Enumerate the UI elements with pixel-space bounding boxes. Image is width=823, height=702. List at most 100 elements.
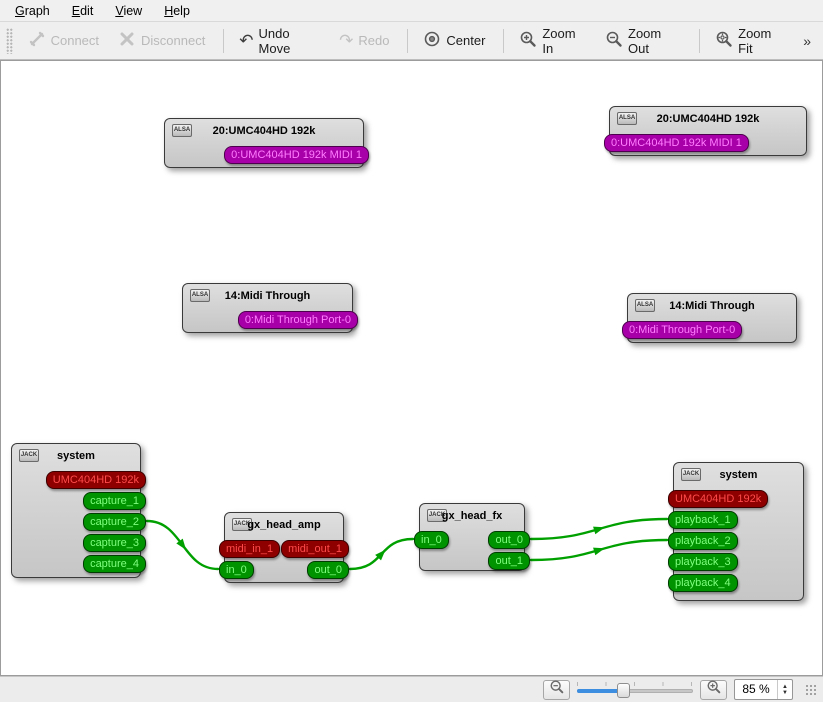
connection-edge[interactable] [529, 517, 669, 541]
toolbar-separator [407, 28, 409, 53]
window-resize-grip[interactable] [804, 683, 817, 696]
menu-graph[interactable]: Graph [15, 3, 50, 18]
redo-button[interactable]: ↷ Redo [332, 28, 399, 53]
graph-canvas[interactable]: ALSA 20:UMC404HD 192k 0:UMC404HD 192k MIDI… [0, 60, 823, 676]
port-0-umc404hd-192k-midi-1[interactable]: 0:UMC404HD 192k MIDI 1 [604, 134, 749, 152]
menu-edit[interactable]: Edit [71, 3, 94, 18]
zoom-out-icon [549, 679, 565, 700]
node-title: 20:UMC404HD 192k [656, 113, 760, 125]
connect-label: Connect [50, 33, 100, 48]
edge-arrow-icon [593, 526, 605, 535]
zoom-in-button[interactable]: Zoom In [512, 22, 596, 60]
port-in-0[interactable]: in_0 [414, 531, 449, 549]
zoom-out-icon [605, 30, 623, 51]
undo-label: Undo Move [258, 25, 291, 56]
center-label: Center [446, 33, 486, 48]
jack-icon: JACK [681, 468, 701, 481]
toolbar-separator [503, 28, 505, 53]
center-button[interactable]: Center [416, 26, 495, 55]
zoom-slider[interactable] [577, 681, 693, 699]
node-title: 14:Midi Through [669, 300, 755, 312]
toolbar-separator [223, 28, 225, 53]
connection-edge[interactable] [145, 519, 220, 571]
zoom-fit-icon [715, 30, 733, 51]
port-umc404hd-192k[interactable]: UMC404HD 192k [668, 490, 769, 508]
alsa-icon: ALSA [172, 124, 192, 137]
jack-icon: JACK [232, 518, 252, 531]
node-title: system [719, 469, 758, 481]
toolbar-drag-handle[interactable] [6, 27, 13, 54]
port-playback-2[interactable]: playback_2 [668, 532, 738, 550]
node-title: system [57, 450, 95, 462]
zoom-slider-handle[interactable] [617, 682, 631, 698]
alsa-icon: ALSA [635, 299, 655, 312]
port-0-midi-through-port-0[interactable]: 0:Midi Through Port-0 [237, 311, 358, 329]
graph-node-alsa-in-midithrough[interactable]: ALSA 14:Midi Through 0:Midi Through Port-0 [622, 293, 797, 343]
port-capture-1[interactable]: capture_1 [83, 492, 146, 510]
connection-edge[interactable] [348, 537, 415, 571]
port-out-0[interactable]: out_0 [488, 531, 530, 549]
graph-node-alsa-out-umc[interactable]: ALSA 20:UMC404HD 192k 0:UMC404HD 192k MIDI… [164, 118, 369, 168]
spin-up-icon[interactable]: ▲ [782, 683, 788, 690]
redo-icon: ↷ [339, 31, 354, 50]
port-capture-2[interactable]: capture_2 [83, 513, 146, 531]
connection-edge[interactable] [529, 538, 669, 562]
zoom-out-button[interactable]: Zoom Out [598, 22, 691, 60]
port-out-1[interactable]: out_1 [488, 552, 530, 570]
statusbar-zoom-in-button[interactable] [700, 679, 727, 700]
redo-label: Redo [358, 33, 390, 48]
spin-down-icon[interactable]: ▼ [782, 689, 788, 696]
edge-arrow-icon [593, 547, 605, 556]
node-title: gx_head_fx [441, 510, 503, 522]
port-capture-3[interactable]: capture_3 [83, 534, 146, 552]
undo-icon: ↶ [239, 31, 254, 50]
undo-move-button[interactable]: ↶ Undo Move [232, 22, 330, 60]
port-in-0[interactable]: in_0 [219, 561, 254, 579]
toolbar-separator [699, 28, 701, 53]
disconnect-icon [118, 30, 136, 51]
disconnect-label: Disconnect [141, 33, 206, 48]
zoom-percent-value[interactable]: 85 % [742, 682, 770, 696]
zoom-fit-button[interactable]: Zoom Fit [708, 22, 795, 60]
toolbar: Connect Disconnect ↶ Undo Move ↷ Redo Ce [0, 22, 823, 60]
zoom-in-icon [706, 679, 722, 700]
edge-arrow-icon [176, 538, 187, 550]
port-midi-in-1[interactable]: midi_in_1 [219, 540, 281, 558]
alsa-icon: ALSA [617, 112, 637, 125]
port-umc404hd-192k[interactable]: UMC404HD 192k [45, 471, 146, 489]
port-out-0[interactable]: out_0 [307, 561, 349, 579]
port-midi-out-1[interactable]: midi_out_1 [281, 540, 349, 558]
node-title: 14:Midi Through [224, 290, 311, 302]
connect-button[interactable]: Connect [21, 26, 109, 55]
port-capture-4[interactable]: capture_4 [83, 555, 146, 573]
menu-help[interactable]: Help [164, 3, 190, 18]
disconnect-button[interactable]: Disconnect [111, 26, 215, 55]
port-playback-3[interactable]: playback_3 [668, 553, 738, 571]
zoom-percent-spin-buttons[interactable]: ▲ ▼ [777, 680, 792, 699]
menu-view[interactable]: View [115, 3, 143, 18]
zoom-percent-spinbox[interactable]: 85 % ▲ ▼ [734, 679, 793, 700]
zoom-in-icon [519, 30, 537, 51]
jack-icon: JACK [427, 509, 447, 522]
node-title: gx_head_amp [247, 519, 321, 531]
statusbar-zoom-out-button[interactable] [543, 679, 570, 700]
port-0-midi-through-port-0[interactable]: 0:Midi Through Port-0 [622, 321, 743, 339]
edge-arrow-icon [375, 549, 386, 561]
port-playback-4[interactable]: playback_4 [668, 574, 738, 592]
node-title: 20:UMC404HD 192k [212, 125, 316, 137]
zoom-slider-ticks [577, 681, 693, 686]
port-playback-1[interactable]: playback_1 [668, 511, 738, 529]
connect-icon [28, 30, 46, 51]
port-0-umc404hd-192k-midi-1[interactable]: 0:UMC404HD 192k MIDI 1 [224, 146, 369, 164]
menubar: Graph Edit View Help [0, 0, 823, 22]
toolbar-overflow-button[interactable]: » [803, 32, 811, 49]
statusbar: 85 % ▲ ▼ [0, 676, 823, 702]
graph-node-alsa-in-umc[interactable]: ALSA 20:UMC404HD 192k 0:UMC404HD 192k MIDI… [604, 106, 807, 156]
zoom-slider-fill [577, 688, 624, 693]
